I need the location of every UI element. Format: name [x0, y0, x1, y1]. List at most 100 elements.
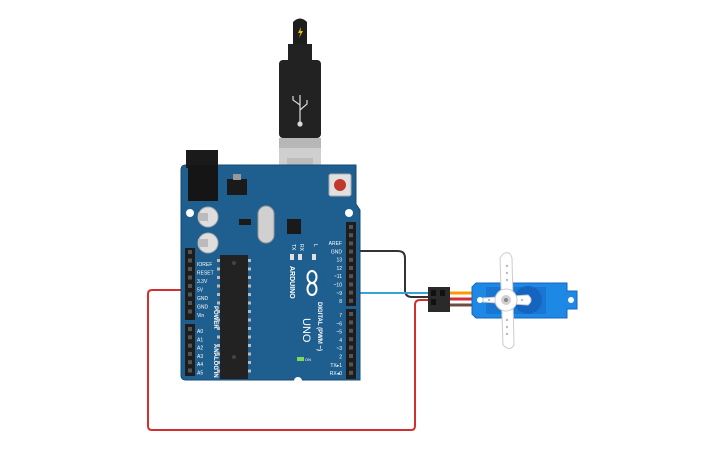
pin-label: IOREF: [197, 262, 212, 268]
chip-leg: [248, 344, 251, 347]
pin-label: 7: [339, 313, 342, 319]
usb-chip: [287, 219, 301, 234]
header-pin[interactable]: [188, 309, 192, 314]
pin-label: ~11: [334, 274, 342, 280]
l-label: L: [312, 244, 318, 247]
header-pin[interactable]: [349, 354, 353, 358]
on-label: ON: [305, 357, 311, 362]
pin-label: RESET: [197, 271, 214, 277]
header-pin[interactable]: [188, 368, 192, 373]
mounting-hole: [345, 209, 353, 217]
pin-label: A4: [197, 362, 203, 368]
chip-leg: [217, 369, 220, 373]
power-header[interactable]: [185, 248, 195, 320]
pin-label: RX◂0: [330, 371, 342, 377]
mounting-hole: [294, 377, 302, 385]
pin-label: A1: [197, 337, 203, 343]
chip-leg: [217, 276, 220, 279]
header-pin[interactable]: [188, 258, 192, 263]
servo-horn[interactable]: [482, 252, 532, 349]
rx-label: RX: [298, 244, 304, 252]
pin-label: GND: [331, 249, 343, 255]
pin-label: 2: [339, 355, 342, 361]
header-pin[interactable]: [188, 335, 192, 340]
header-pin[interactable]: [349, 233, 353, 238]
digital-header-title: DIGITAL (PWM ~): [316, 302, 322, 351]
header-pin[interactable]: [349, 225, 353, 229]
analog-header-title: ANALOG IN: [212, 344, 218, 378]
header-pin[interactable]: [349, 257, 353, 262]
pin-label: A3: [197, 354, 203, 360]
pin-label: 13: [336, 258, 342, 264]
header-pin[interactable]: [349, 320, 353, 325]
tx-label: TX: [290, 244, 296, 251]
chip-leg: [217, 293, 220, 296]
header-pin[interactable]: [188, 327, 192, 331]
pin-label: ~3: [336, 346, 342, 352]
servo-motor[interactable]: [471, 252, 578, 349]
analog-header[interactable]: [185, 324, 195, 376]
pin-label: GND: [197, 305, 209, 311]
header-pin[interactable]: [188, 250, 192, 254]
header-pin[interactable]: [349, 266, 353, 270]
mounting-hole: [186, 209, 194, 217]
chip-leg: [248, 267, 251, 271]
chip-leg: [248, 276, 251, 279]
wire-5v-red[interactable]: [147, 289, 430, 431]
digital-header-bottom[interactable]: [346, 309, 356, 379]
model-label: UNO: [300, 318, 312, 343]
header-pin[interactable]: [349, 312, 353, 316]
pin-label: A0: [197, 329, 203, 335]
tx-rx-leds: TX RX L: [290, 244, 318, 260]
chip-leg: [217, 344, 220, 347]
pin-label: ~6: [336, 321, 342, 327]
header-pin[interactable]: [349, 337, 353, 342]
digital-header-top[interactable]: [346, 222, 356, 306]
wire-gnd-black[interactable]: [352, 250, 430, 298]
chip-leg: [248, 310, 251, 313]
header-pin[interactable]: [188, 301, 192, 305]
pin-label: ~9: [336, 291, 342, 297]
barrel-jack[interactable]: [186, 150, 218, 201]
chip-leg: [248, 361, 251, 364]
header-pin[interactable]: [188, 284, 192, 288]
pin-label: A2: [197, 346, 203, 352]
header-pin[interactable]: [349, 362, 353, 367]
chip-leg: [217, 284, 220, 288]
infinity-logo-icon: [306, 270, 318, 296]
capacitor-1: [197, 206, 219, 228]
header-pin[interactable]: [349, 241, 353, 246]
chip-leg: [217, 352, 220, 356]
header-pin[interactable]: [349, 370, 353, 375]
servo-connector[interactable]: [428, 287, 450, 312]
atmega-chip: [217, 255, 251, 379]
chip-leg: [248, 327, 251, 330]
header-pin[interactable]: [188, 343, 192, 348]
header-pin[interactable]: [349, 282, 353, 287]
pin-label: TX▸1: [330, 363, 342, 369]
chip-leg: [248, 301, 251, 305]
pin-label: A5: [197, 371, 203, 377]
chip-leg: [217, 301, 220, 305]
header-pin[interactable]: [349, 274, 353, 279]
chip-leg: [217, 335, 220, 339]
header-pin[interactable]: [188, 275, 192, 280]
header-pin[interactable]: [188, 292, 192, 297]
header-pin[interactable]: [349, 345, 353, 350]
header-pin[interactable]: [188, 351, 192, 356]
header-pin[interactable]: [349, 328, 353, 333]
header-pin[interactable]: [349, 249, 353, 254]
power-header-title: POWER: [212, 306, 218, 329]
header-pin[interactable]: [349, 298, 353, 303]
chip-leg: [217, 267, 220, 271]
pin-label: 8: [339, 299, 342, 305]
reset-button-icon[interactable]: [328, 173, 352, 197]
header-pin[interactable]: [349, 290, 353, 295]
header-pin[interactable]: [188, 267, 192, 271]
header-pin[interactable]: [188, 360, 192, 365]
brand-label: ARDUINO: [288, 266, 295, 299]
chip-leg: [248, 259, 251, 262]
